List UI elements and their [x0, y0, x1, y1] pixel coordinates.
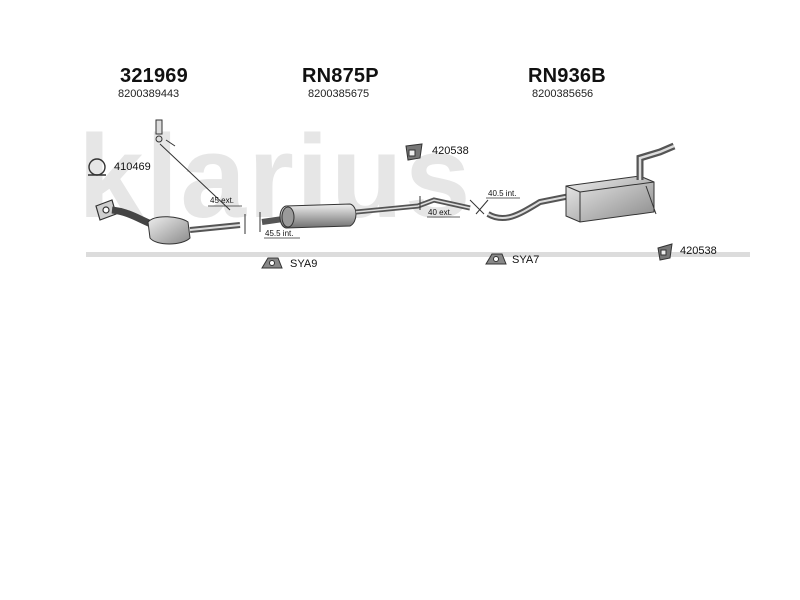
catalyst: [147, 216, 191, 245]
watermark-logo: klarius: [78, 111, 473, 243]
mount-sya7-label: SYA7: [512, 254, 540, 266]
dim-40-ext: 40 ext.: [428, 208, 453, 217]
header-oem-3: 8200385656: [532, 88, 594, 100]
clamp-top-icon: [405, 143, 423, 161]
dim-45-5-int: 45.5 int.: [265, 229, 294, 238]
header-code-3: RN936B: [528, 65, 606, 87]
header-code-2: RN875P: [302, 65, 379, 87]
dim-45-ext: 45 ext.: [210, 196, 235, 205]
gasket-icon: [88, 158, 106, 176]
gasket-label: 410469: [114, 161, 151, 173]
header-oem-2: 8200385675: [308, 88, 370, 100]
tail-pipe: [636, 142, 676, 180]
dim-40-5-int: 40.5 int.: [488, 189, 517, 198]
clamp-right-label: 420538: [680, 245, 717, 257]
lambda-sensor: [155, 119, 231, 211]
mount-sya9-label: SYA9: [290, 258, 318, 270]
header-oem-1: 8200389443: [118, 88, 180, 100]
baseline-bar: [86, 252, 750, 257]
rear-silencer: [565, 175, 655, 223]
mount-sya7-icon: [485, 253, 507, 265]
clamp-top-label: 420538: [432, 145, 469, 157]
middle-silencer: [279, 203, 357, 229]
mount-sya9-icon: [261, 257, 283, 269]
clamp-right-icon: [657, 243, 673, 261]
header-code-1: 321969: [120, 65, 188, 87]
